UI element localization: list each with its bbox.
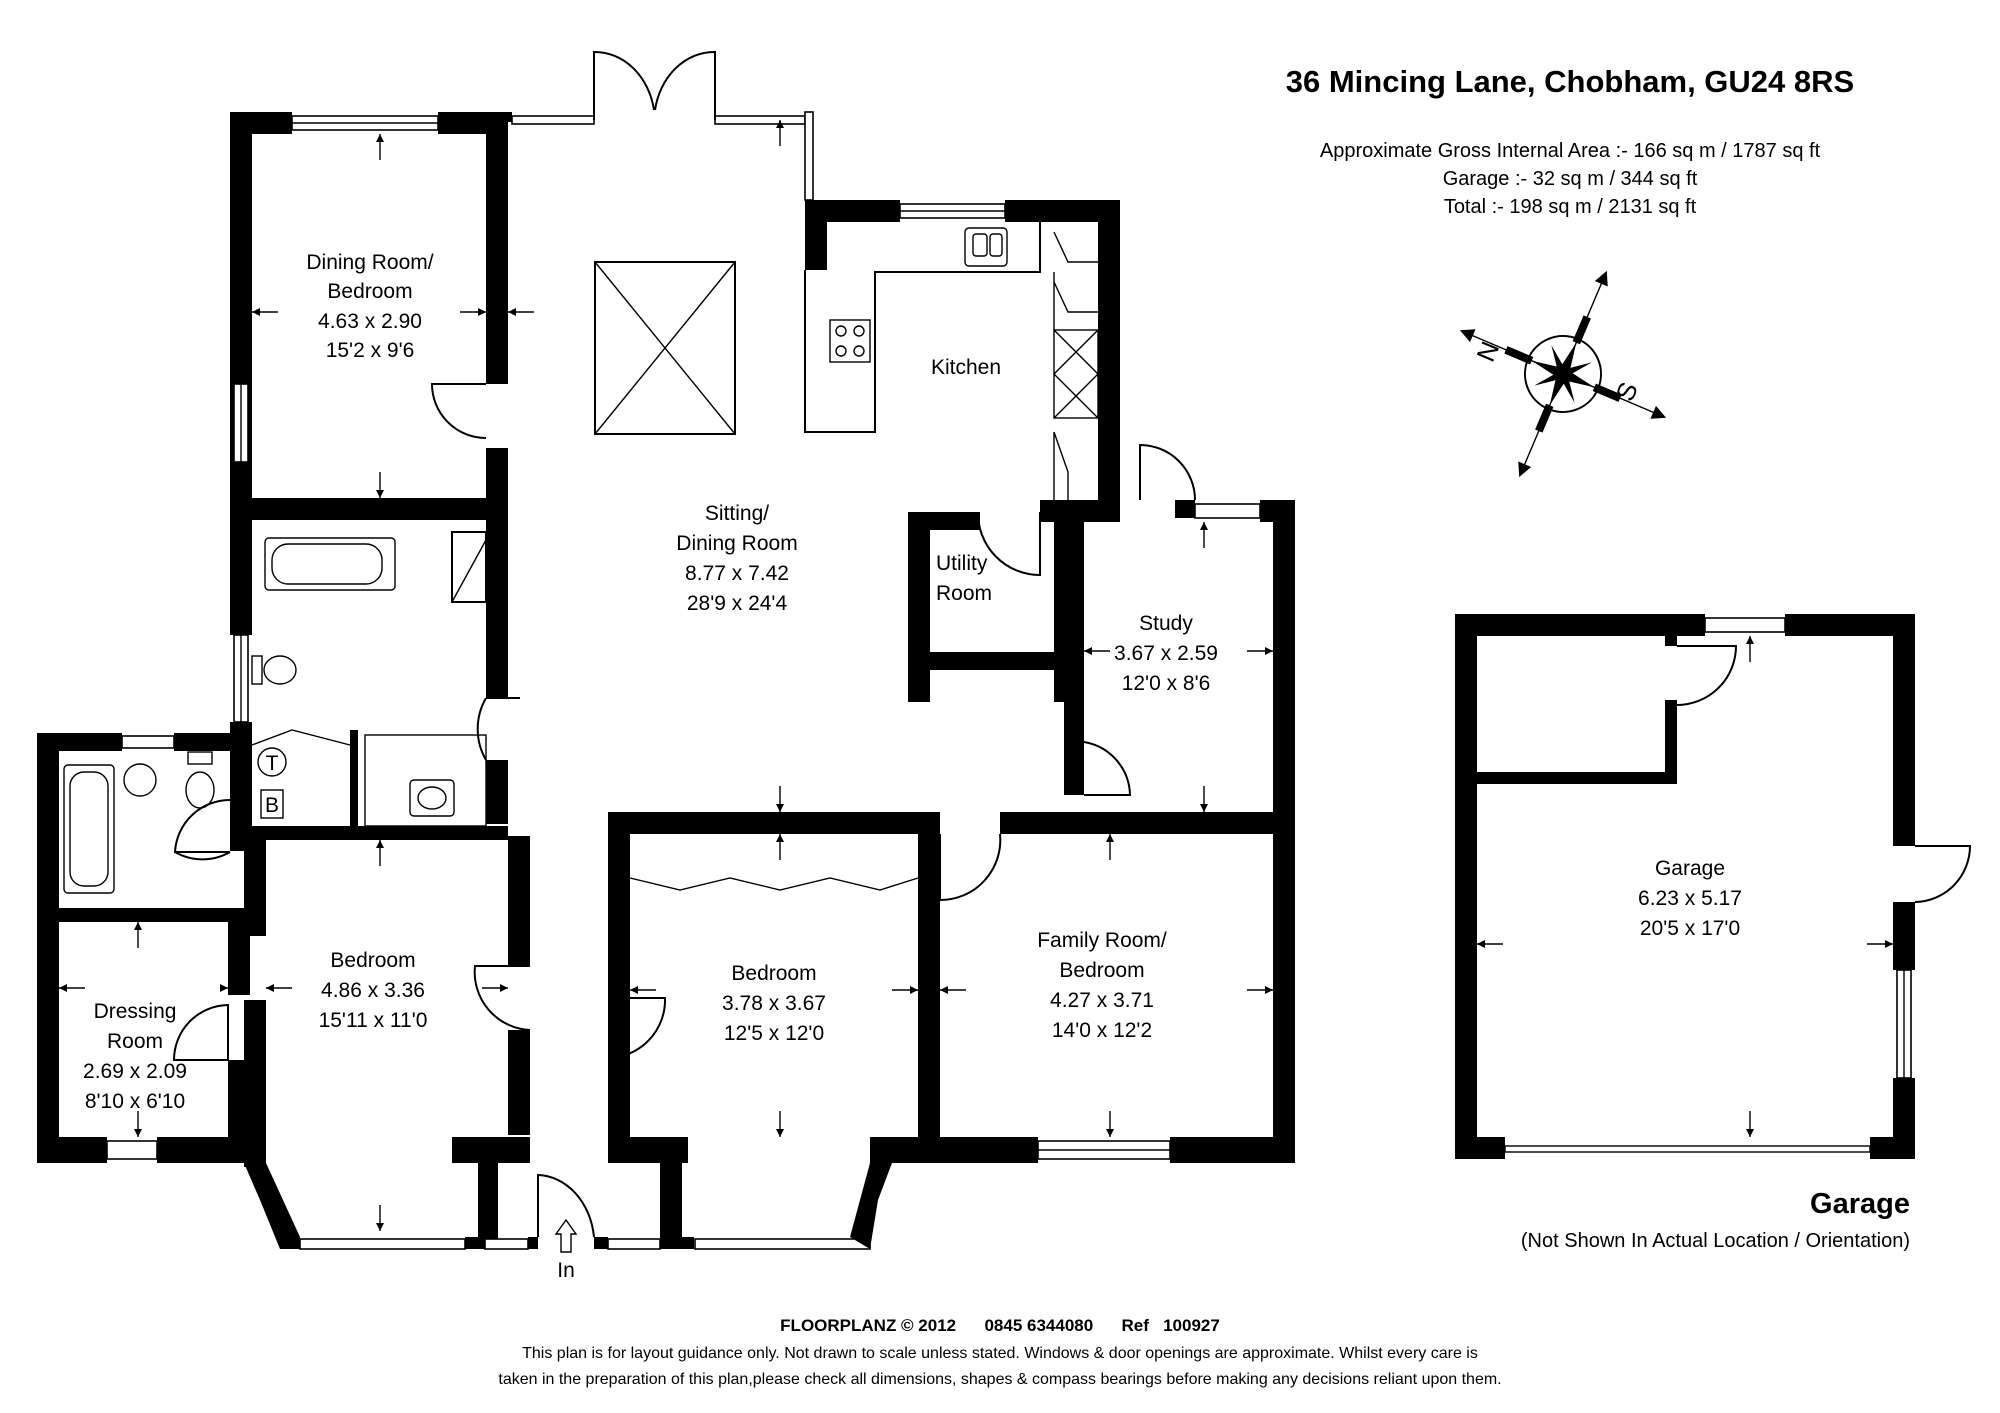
bay-windows	[244, 1163, 892, 1249]
garage-caption-heading: Garage	[1810, 1188, 1910, 1220]
room-family-bedroom: Family Room/ Bedroom 4.27 x 3.71 14'0 x …	[1037, 929, 1167, 1042]
garage-caption-note: (Not Shown In Actual Location / Orientat…	[1521, 1230, 1910, 1252]
footer-disclaimer-line-2: taken in the preparation of this plan,pl…	[498, 1371, 1501, 1388]
room-label: Dining Room/	[306, 251, 433, 274]
room-label: Sitting/	[705, 502, 769, 525]
bathroom-fittings	[63, 531, 487, 894]
room-label: Room	[936, 582, 992, 605]
room-dimensions-metric: 4.63 x 2.90	[318, 310, 422, 333]
header: 36 Mincing Lane, Chobham, GU24 8RS Appro…	[1286, 64, 1854, 218]
room-label: Bedroom	[731, 962, 816, 985]
room-dimensions-imperial: 12'0 x 8'6	[1122, 672, 1211, 695]
compass-north-label: N	[1470, 337, 1505, 366]
entrance-label: In	[557, 1259, 575, 1282]
room-dimensions-metric: 8.77 x 7.42	[685, 562, 789, 585]
room-bedroom-middle: Bedroom 3.78 x 3.67 12'5 x 12'0	[722, 962, 826, 1045]
room-label: Study	[1139, 612, 1193, 635]
hot-water-tank-label: T	[266, 752, 279, 775]
compass-south-label: S	[1610, 378, 1644, 406]
room-label: Bedroom	[327, 280, 412, 303]
total-area: Total :- 198 sq m / 2131 sq ft	[1444, 196, 1697, 218]
dimension-arrows	[59, 120, 1273, 1231]
room-sitting-dining: Sitting/ Dining Room 8.77 x 7.42 28'9 x …	[676, 502, 797, 615]
garage-area: Garage :- 32 sq m / 344 sq ft	[1443, 168, 1698, 190]
room-dimensions-imperial: 15'11 x 11'0	[319, 1009, 428, 1032]
room-utility: Utility Room	[936, 552, 992, 605]
room-label: Bedroom	[1059, 959, 1144, 982]
footer: FLOORPLANZ © 2012 0845 6344080 Ref 10092…	[498, 1316, 1501, 1388]
gross-internal-area: Approximate Gross Internal Area :- 166 s…	[1320, 140, 1821, 162]
room-dimensions-metric: 3.67 x 2.59	[1114, 642, 1218, 665]
room-dimensions-imperial: 14'0 x 12'2	[1052, 1019, 1152, 1042]
room-dimensions-metric: 4.86 x 3.36	[321, 979, 425, 1002]
room-dimensions-imperial: 8'10 x 6'10	[85, 1090, 185, 1113]
wardrobe-doors-icon	[629, 877, 919, 891]
room-label: Dressing	[94, 1000, 177, 1023]
compass-rose-icon	[1459, 270, 1667, 478]
garage-dimension-arrows	[1477, 636, 1893, 1137]
skylight-icon	[594, 261, 736, 435]
room-garage: Garage 6.23 x 5.17 20'5 x 17'0	[1638, 857, 1742, 940]
boiler-label: B	[265, 794, 279, 817]
room-kitchen: Kitchen	[931, 356, 1001, 379]
room-dining-bedroom: Dining Room/ Bedroom 4.63 x 2.90 15'2 x …	[306, 251, 433, 362]
room-dimensions-metric: 4.27 x 3.71	[1050, 989, 1154, 1012]
room-label: Kitchen	[931, 356, 1001, 379]
footer-credit: FLOORPLANZ © 2012 0845 6344080 Ref 10092…	[780, 1316, 1220, 1335]
room-dimensions-imperial: 12'5 x 12'0	[724, 1022, 824, 1045]
room-dimensions-metric: 3.78 x 3.67	[722, 992, 826, 1015]
room-dimensions-imperial: 15'2 x 9'6	[326, 339, 415, 362]
kitchen-units	[804, 222, 1099, 500]
windows	[106, 111, 1261, 1250]
room-label: Bedroom	[330, 949, 415, 972]
room-dimensions-metric: 6.23 x 5.17	[1638, 887, 1742, 910]
room-study: Study 3.67 x 2.59 12'0 x 8'6	[1114, 612, 1218, 695]
garage-walls	[1455, 614, 1972, 1159]
door-swings	[172, 383, 1196, 1238]
footer-disclaimer-line-1: This plan is for layout guidance only. N…	[522, 1345, 1478, 1362]
room-dimensions-metric: 2.69 x 2.09	[83, 1060, 187, 1083]
patio-doors-icon	[593, 50, 716, 120]
property-address: 36 Mincing Lane, Chobham, GU24 8RS	[1286, 64, 1854, 99]
room-dimensions-imperial: 28'9 x 24'4	[687, 592, 788, 615]
house-walls	[37, 112, 1295, 1249]
room-label: Family Room/	[1037, 929, 1167, 952]
room-label: Utility	[936, 552, 988, 575]
room-bedroom-left: Bedroom 4.86 x 3.36 15'11 x 11'0	[319, 949, 428, 1032]
room-dressing: Dressing Room 2.69 x 2.09 8'10 x 6'10	[83, 1000, 187, 1113]
room-label: Room	[107, 1030, 163, 1053]
room-label: Garage	[1655, 857, 1725, 880]
entrance-arrow-icon	[554, 1218, 578, 1253]
room-label: Dining Room	[676, 532, 797, 555]
room-dimensions-imperial: 20'5 x 17'0	[1640, 917, 1740, 940]
